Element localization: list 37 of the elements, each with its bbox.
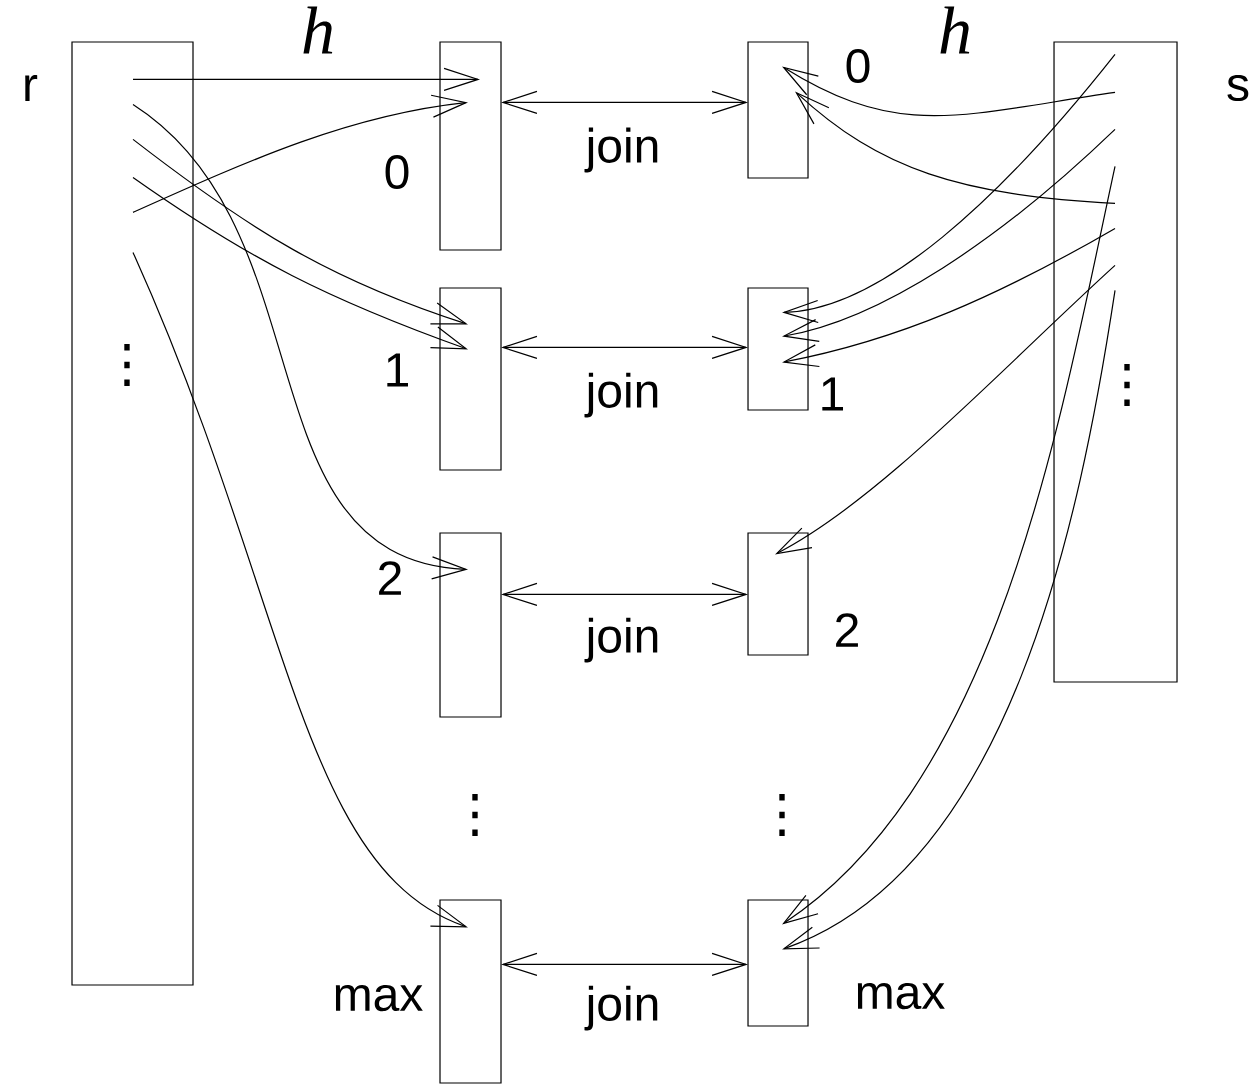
bucket-number: 2 (379, 561, 401, 595)
arrow (775, 264, 1116, 555)
arrow (501, 952, 748, 976)
arrow (132, 138, 468, 325)
arrow (782, 53, 1116, 324)
arrow (132, 67, 480, 91)
bucket-number: 1 (822, 377, 843, 411)
vertical-ellipsis: ⋮ (1124, 364, 1130, 406)
arrow (501, 335, 748, 359)
edge-label: join (584, 985, 658, 1031)
vertical-ellipsis: ⋮ (124, 344, 130, 386)
bucket-number: 1 (387, 353, 408, 387)
arrow (782, 289, 1116, 950)
arrow (501, 582, 748, 606)
vertical-ellipsis: ⋮ (779, 794, 785, 836)
bucket-number: max (857, 982, 945, 1010)
relation-label: r (25, 75, 38, 101)
arrow (782, 227, 1116, 368)
bucket-number: 0 (846, 49, 870, 83)
vertical-ellipsis: ⋮ (472, 794, 478, 836)
bucket-number: 0 (385, 155, 409, 189)
bucket-number: 2 (836, 613, 858, 647)
bucket-number: max (335, 984, 423, 1012)
arrow (795, 91, 1116, 204)
arrow (132, 251, 468, 928)
arrow (132, 103, 468, 580)
arrow (782, 66, 1116, 117)
edge-label: join (584, 617, 658, 663)
arrow (501, 90, 749, 114)
edge-label: join (584, 127, 658, 173)
arrow (782, 165, 1116, 925)
edge-label: join (584, 372, 658, 418)
arrow (782, 128, 1116, 342)
math-letter: h (940, 6, 970, 54)
relation-label: s (1227, 74, 1249, 102)
math-letter: h (303, 6, 333, 54)
arrow (132, 176, 468, 350)
